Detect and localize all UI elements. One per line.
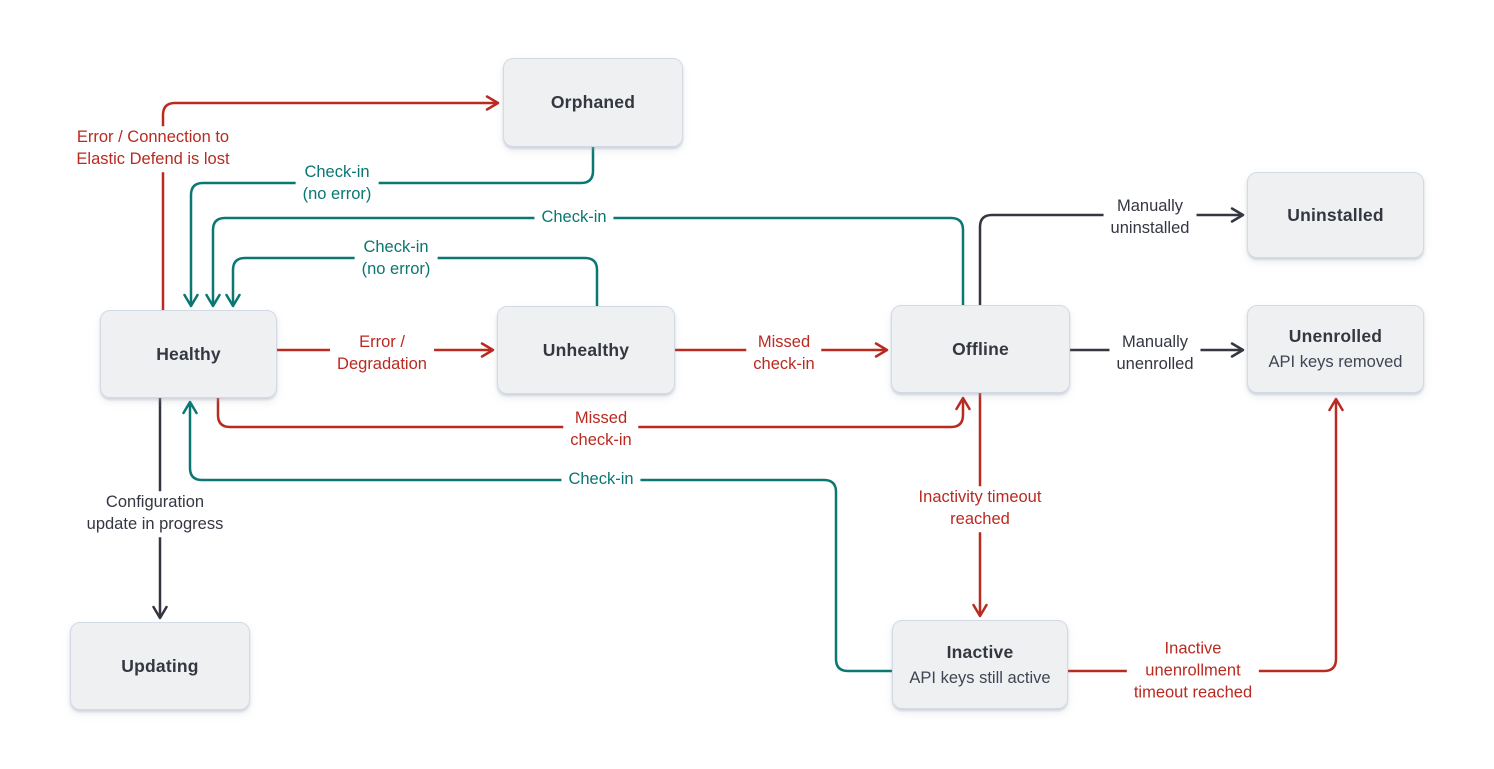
state-node-uninstalled: Uninstalled <box>1247 172 1424 258</box>
state-node-unhealthy: Unhealthy <box>497 306 675 394</box>
state-node-updating: Updating <box>70 622 250 710</box>
edge-label-healthy-updating: Configuration update in progress <box>79 491 231 537</box>
edge-label-offline-inactive: Inactivity timeout reached <box>911 486 1049 532</box>
edge-label-inactive-healthy: Check-in <box>561 468 641 492</box>
edge-inactive-healthy <box>182 400 892 673</box>
edge-inactive-unenrolled <box>1068 397 1344 673</box>
edge-label-offline-uninstalled: Manually uninstalled <box>1103 195 1197 241</box>
edge-label-healthy-orphaned: Error / Connection to Elastic Defend is … <box>69 126 237 172</box>
state-node-offline: Offline <box>891 305 1070 393</box>
edge-label-offline-unenrolled: Manually unenrolled <box>1109 331 1201 377</box>
edge-label-orphaned-healthy: Check-in (no error) <box>295 161 379 207</box>
edge-label-healthy-unhealthy: Error / Degradation <box>330 331 434 377</box>
state-node-title: Healthy <box>156 343 221 364</box>
edge-offline-uninstalled <box>978 207 1245 305</box>
state-node-title: Updating <box>121 655 199 676</box>
edge-label-unhealthy-offline: Missed check-in <box>746 331 822 377</box>
state-node-title: Inactive <box>946 641 1014 662</box>
state-node-subtitle: API keys removed <box>1268 353 1403 371</box>
edge-label-offline-healthy: Check-in <box>534 206 614 230</box>
edge-offline-healthy <box>205 216 965 308</box>
state-node-title: Unhealthy <box>542 339 630 360</box>
state-node-title: Uninstalled <box>1287 204 1384 225</box>
state-node-title: Unenrolled <box>1288 326 1383 346</box>
state-node-healthy: Healthy <box>100 310 277 398</box>
state-node-title: Offline <box>952 338 1009 359</box>
edge-orphaned-healthy <box>183 147 595 308</box>
edge-label-unhealthy-healthy: Check-in (no error) <box>354 236 438 282</box>
edge-healthy-orphaned <box>161 95 500 310</box>
edge-label-healthy-offline: Missed check-in <box>563 407 639 453</box>
state-node-orphaned: Orphaned <box>503 58 683 147</box>
state-node-subtitle: API keys still active <box>909 668 1051 687</box>
state-node-title: Orphaned <box>550 92 636 112</box>
edge-label-inactive-unenrolled: Inactive unenrollment timeout reached <box>1126 637 1260 705</box>
